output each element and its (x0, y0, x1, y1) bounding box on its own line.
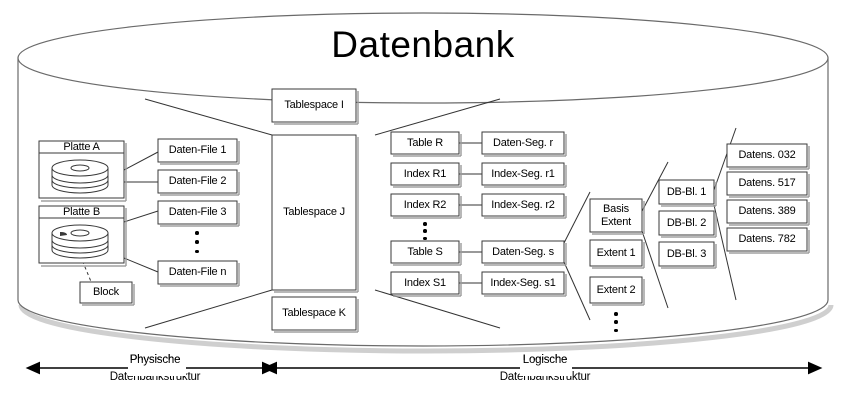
box-object-4[interactable] (390, 271, 462, 297)
box-daten-file-3[interactable] (157, 200, 240, 227)
vertical-ellipsis-data-files (193, 231, 201, 253)
record-boxes (726, 143, 810, 254)
connector-platteB-file3 (123, 210, 159, 223)
cylinder-top (17, 12, 829, 104)
axis-text-mask-physical (128, 360, 186, 376)
diagram-boxes (38, 88, 810, 333)
box-tablespace-j[interactable] (271, 134, 359, 293)
logical-object-boxes (390, 131, 462, 297)
data-file-boxes (157, 138, 240, 287)
box-segment-3[interactable] (481, 240, 567, 266)
box-extent-1[interactable] (589, 239, 645, 269)
box-segment-1[interactable] (481, 162, 567, 188)
box-dbbl-2[interactable] (658, 241, 717, 269)
cylinder-shadow (18, 304, 834, 354)
connector-extent-dbbl-bottom (640, 227, 669, 309)
disk-platte-a[interactable] (38, 140, 127, 202)
platter-stack-b (51, 224, 109, 259)
box-tablespace-i[interactable] (271, 88, 359, 125)
segment-boxes (481, 131, 567, 297)
connector-extent-dbbl-top (640, 161, 669, 214)
box-segment-2[interactable] (481, 193, 567, 219)
box-segment-0[interactable] (481, 131, 567, 157)
vertical-ellipsis-extents (612, 312, 620, 332)
box-dbbl-1[interactable] (658, 210, 717, 238)
box-segment-4[interactable] (481, 271, 567, 297)
box-object-1[interactable] (390, 162, 462, 188)
box-extent-basis[interactable] (589, 198, 645, 235)
connector-files-tablespace-top (144, 98, 273, 136)
box-daten-file-n[interactable] (157, 260, 240, 287)
vertical-ellipsis-objects (421, 222, 429, 240)
box-tablespace-k[interactable] (271, 296, 359, 333)
box-object-2[interactable] (390, 193, 462, 219)
box-extent-2[interactable] (589, 276, 645, 306)
box-record-0[interactable] (726, 143, 810, 170)
box-block[interactable] (79, 281, 135, 306)
db-block-boxes (658, 179, 717, 269)
disk-platte-b[interactable] (38, 205, 127, 267)
box-dbbl-0[interactable] (658, 179, 717, 207)
box-object-3[interactable] (390, 240, 462, 266)
box-daten-file-2[interactable] (157, 169, 240, 196)
connector-dbbl-records-bottom (713, 204, 737, 301)
connector-segs-extent-top (563, 191, 591, 244)
box-daten-file-1[interactable] (157, 138, 240, 165)
extent-boxes (589, 198, 645, 306)
connector-platteA-file1 (123, 151, 159, 171)
box-record-2[interactable] (726, 199, 810, 226)
connector-tablespace-objects-top (374, 98, 501, 136)
axis-text-mask-logical (520, 360, 572, 376)
connector-files-tablespace-bottom (144, 289, 273, 329)
connector-platteB-filen (123, 257, 159, 273)
box-record-3[interactable] (726, 227, 810, 254)
tablespace-boxes (271, 88, 359, 333)
connector-segs-extent-bottom (563, 261, 591, 321)
box-object-0[interactable] (390, 131, 462, 157)
connector-dbbl-records-top (713, 127, 737, 191)
box-record-1[interactable] (726, 171, 810, 198)
platter-stack-a (51, 159, 109, 194)
